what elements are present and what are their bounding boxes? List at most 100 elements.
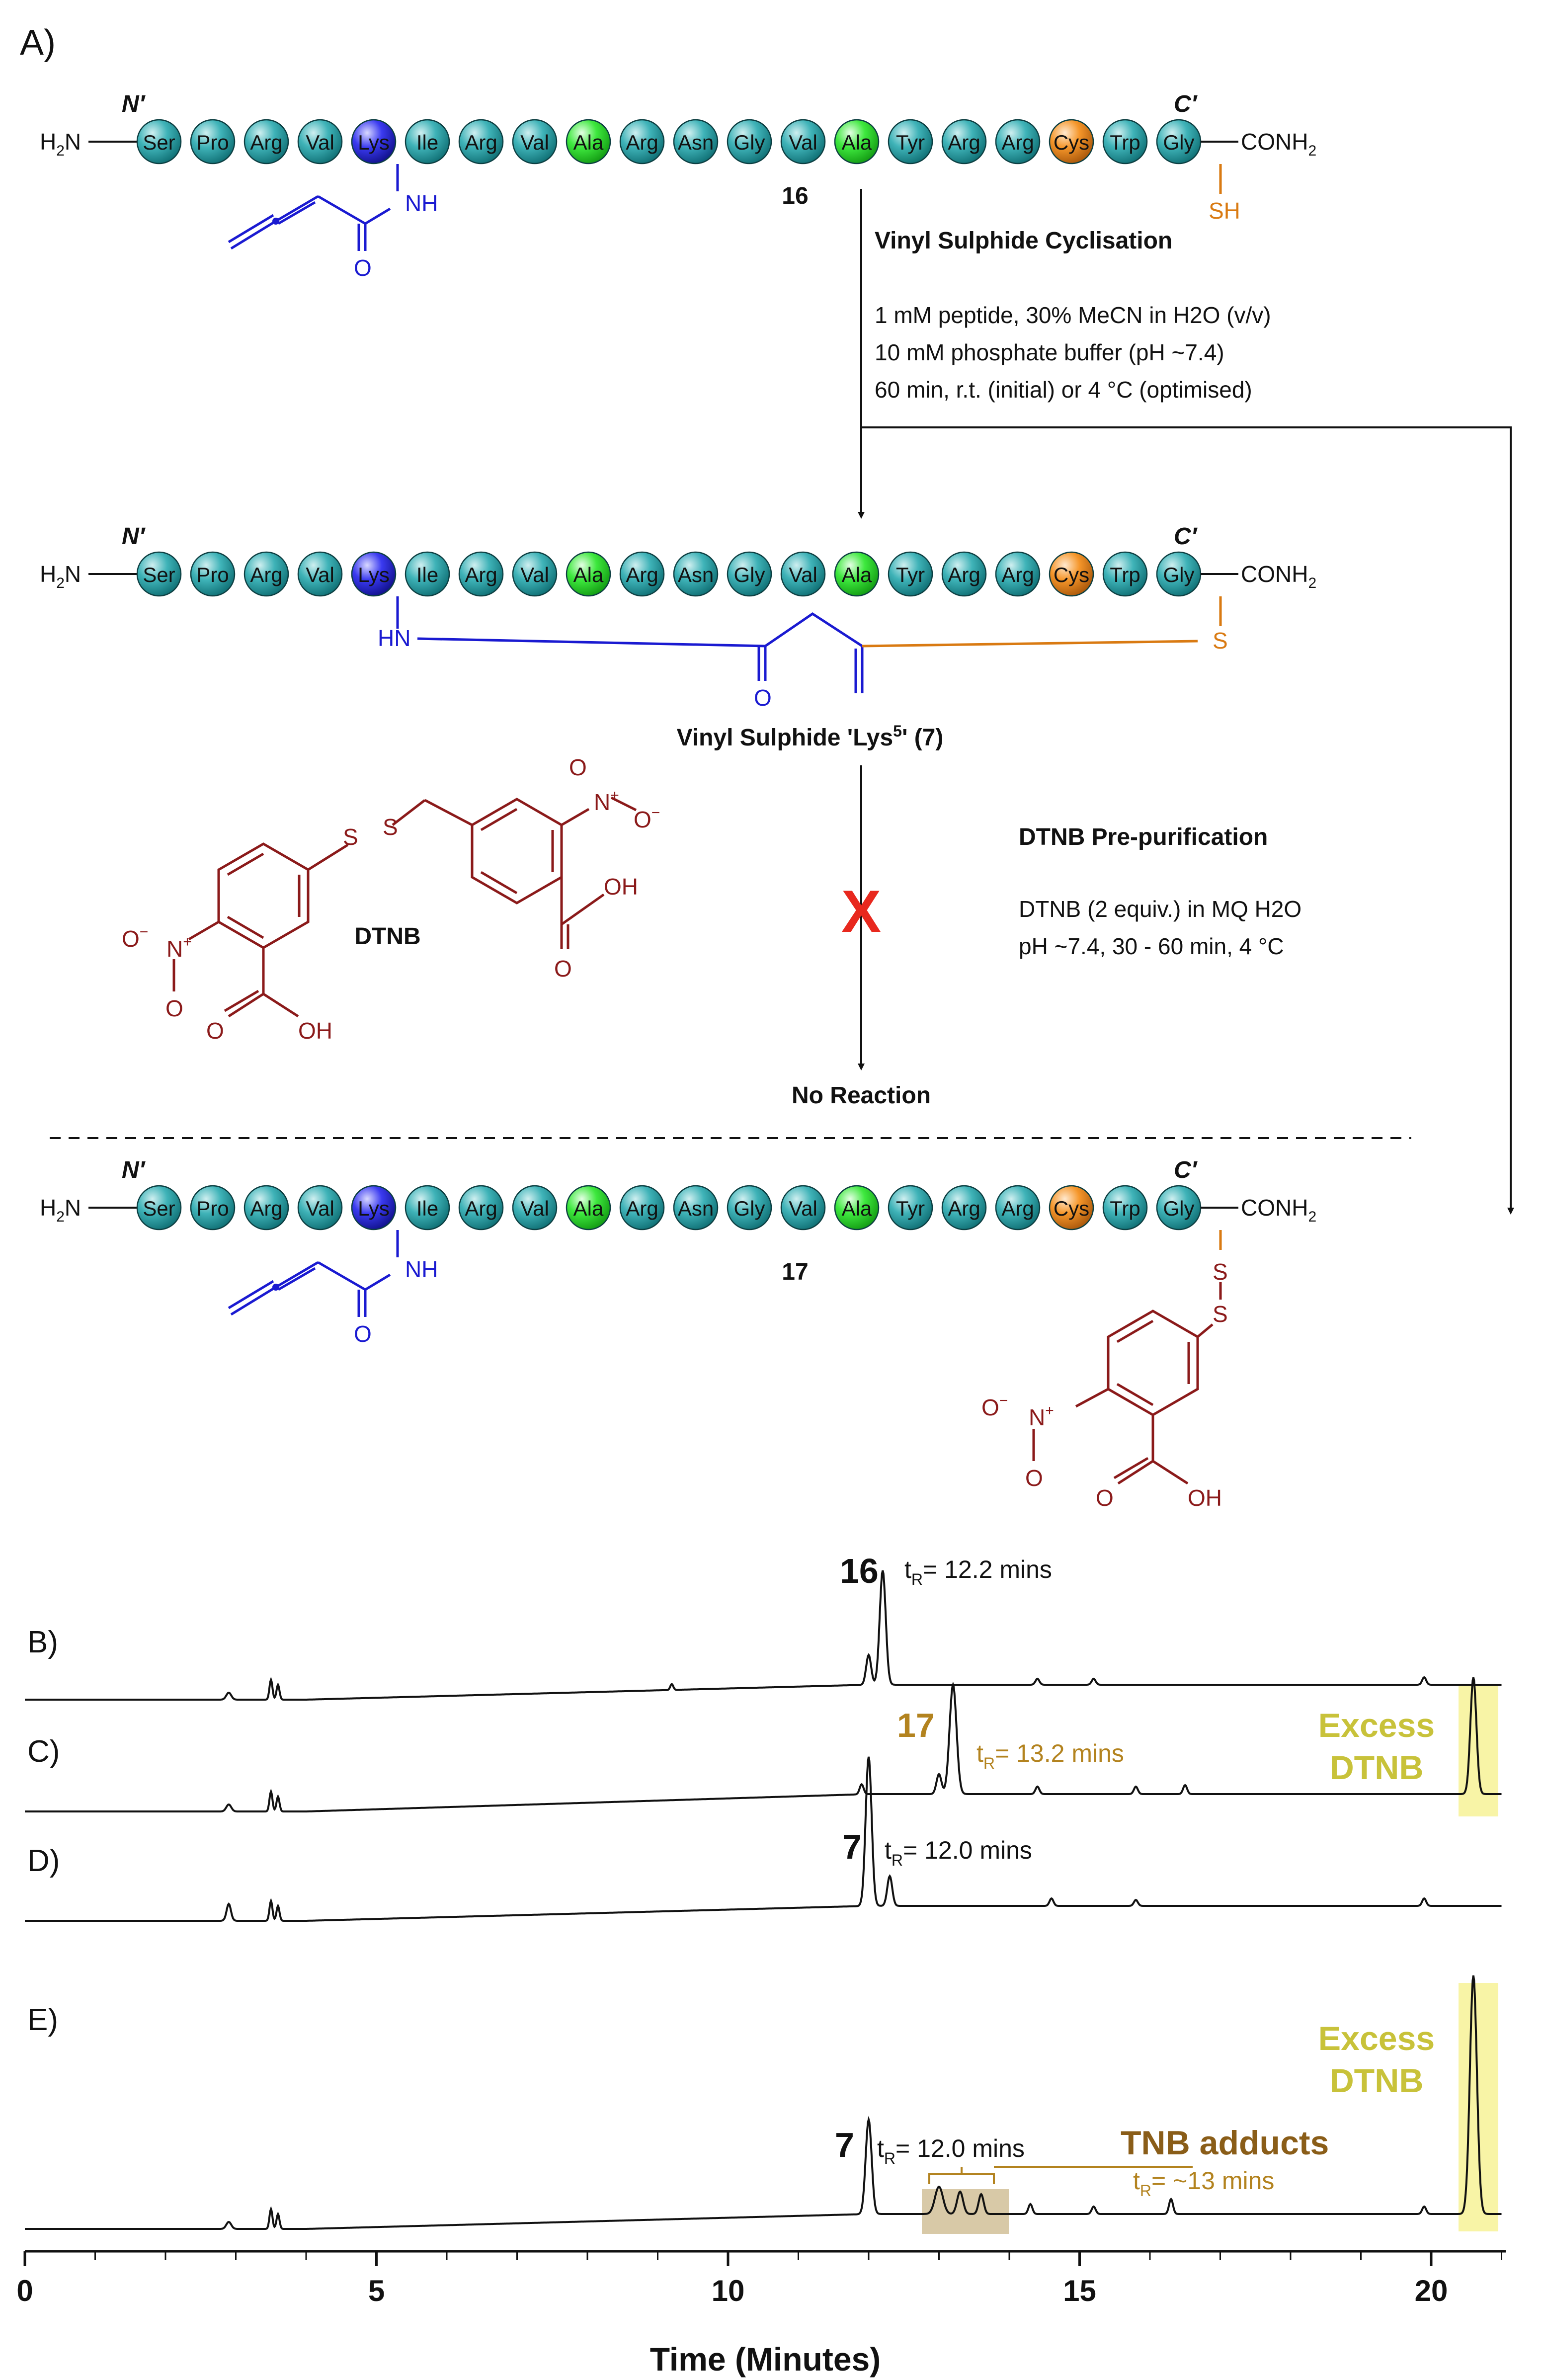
compound-17-label: 17: [782, 1259, 808, 1285]
residue-trp-19: [1102, 119, 1148, 164]
residue-label-15: Tyr: [896, 131, 925, 154]
dtnb-ominus-left: O−: [122, 924, 148, 952]
residue-arg-16: [941, 551, 987, 597]
residue-label-3: Arg: [250, 1197, 282, 1220]
residue-label-6: Ile: [416, 563, 438, 586]
residue-label-19: Trp: [1110, 131, 1140, 154]
c-term-label: C′: [1174, 523, 1198, 550]
x-tick-label-0: 0: [16, 2274, 33, 2307]
residue-arg-3: [244, 1185, 289, 1231]
residue-arg-7: [458, 551, 504, 597]
x-axis-label: Time (Minutes): [650, 2341, 881, 2378]
residue-label-16: Arg: [948, 1197, 980, 1220]
residue-label-20: Gly: [1163, 131, 1195, 154]
tnb-adducts-label: TNB adducts: [1121, 2124, 1329, 2162]
o-label-17: O: [354, 1321, 372, 1347]
n-term-label: N′: [122, 1157, 146, 1183]
residue-label-2: Pro: [196, 131, 229, 154]
chromatogram-traces: [25, 1570, 1502, 2230]
peak-tr-7-e: tR= 12.0 mins: [877, 2134, 1025, 2167]
trace-label-c: C): [27, 1734, 60, 1769]
dtnb-ominus-right: O−: [634, 805, 660, 832]
residue-label-9: Ala: [573, 563, 604, 586]
conh2-label: CONH2: [1241, 561, 1316, 591]
c-term-label: C′: [1174, 1157, 1198, 1183]
residue-gly-12: [727, 1185, 772, 1231]
residue-trp-19: [1102, 551, 1148, 597]
residue-label-5: Lys: [358, 563, 390, 586]
residue-val-4: [297, 551, 343, 597]
residue-arg-3: [244, 551, 289, 597]
cyclisation-title: Vinyl Sulphide Cyclisation: [875, 228, 1172, 254]
residue-arg-10: [619, 1185, 665, 1231]
dtnb-o-right: O: [554, 956, 572, 982]
cyclisation-line-3: 60 min, r.t. (initial) or 4 °C (optimise…: [875, 377, 1252, 403]
residue-label-8: Val: [520, 563, 549, 586]
h2n-label: H2N: [40, 1195, 81, 1225]
residue-label-20: Gly: [1163, 1197, 1195, 1220]
residue-tyr-15: [888, 119, 933, 164]
residue-arg-10: [619, 119, 665, 164]
allene-center-dot-16: [272, 218, 279, 225]
residue-label-1: Ser: [143, 131, 175, 154]
residue-label-2: Pro: [196, 563, 229, 586]
residue-lys-5: [351, 1185, 397, 1231]
residue-ile-6: [405, 551, 450, 597]
residue-label-19: Trp: [1110, 563, 1140, 586]
dtnb-nplus-right: N+: [594, 787, 619, 815]
vinyl-sulphide-linker: [396, 596, 1222, 693]
dtnb-o-left: O: [206, 1018, 224, 1044]
residue-label-12: Gly: [734, 563, 765, 586]
residue-label-9: Ala: [573, 1197, 604, 1220]
residue-gly-12: [727, 119, 772, 164]
dtnb-structure: [172, 796, 637, 1018]
residue-arg-16: [941, 119, 987, 164]
residue-label-1: Ser: [143, 563, 175, 586]
residue-ala-9: [566, 119, 611, 164]
allene-amide-sidechain-17: [228, 1230, 399, 1317]
x-tick-label-10: 10: [712, 2274, 745, 2307]
conh2-label: CONH2: [1241, 1195, 1316, 1225]
residue-ala-9: [566, 1185, 611, 1231]
compound-16-label: 16: [782, 183, 808, 209]
tnb-ominus: O−: [981, 1393, 1008, 1420]
peak-tr-16: tR= 12.2 mins: [904, 1556, 1052, 1588]
residue-val-4: [297, 119, 343, 164]
panel-a-label: A): [20, 23, 56, 63]
residue-asn-11: [673, 1185, 719, 1231]
residue-label-7: Arg: [465, 1197, 497, 1220]
s-label-7: S: [1213, 628, 1228, 654]
n-term-label: N′: [122, 91, 146, 117]
tnb-adducts-bracket: [928, 2166, 1193, 2184]
residue-tyr-15: [888, 1185, 933, 1231]
residue-label-3: Arg: [250, 131, 282, 154]
nh-label-16: NH: [405, 190, 438, 216]
residue-label-15: Tyr: [896, 1197, 925, 1220]
trace-label-d: D): [27, 1844, 60, 1878]
conh2-label: CONH2: [1241, 129, 1316, 159]
cys-thiol-sidechain-16: SH: [1209, 164, 1240, 224]
residue-label-8: Val: [520, 131, 549, 154]
tnb-s2: S: [1213, 1301, 1228, 1327]
residue-label-10: Arg: [626, 1197, 658, 1220]
residue-trp-19: [1102, 1185, 1148, 1231]
h2n-label: H2N: [40, 561, 81, 591]
residue-label-18: Cys: [1054, 131, 1089, 154]
tnb-nplus: N+: [1029, 1402, 1054, 1430]
residue-label-13: Val: [789, 1197, 817, 1220]
residue-label-20: Gly: [1163, 563, 1195, 586]
prepurif-line-2: pH ~7.4, 30 - 60 min, 4 °C: [1019, 933, 1284, 959]
residue-ser-1: [136, 119, 182, 164]
residue-label-8: Val: [520, 1197, 549, 1220]
cyclisation-line-1: 1 mM peptide, 30% MeCN in H2O (v/v): [875, 302, 1271, 328]
peak-tr-17: tR= 13.2 mins: [976, 1739, 1124, 1772]
dtnb-oh-left: OH: [298, 1018, 332, 1044]
residue-arg-7: [458, 119, 504, 164]
residue-label-6: Ile: [416, 1197, 438, 1220]
tnb-oh: OH: [1188, 1485, 1222, 1511]
tnb-adducts-tr: tR= ~13 mins: [1133, 2167, 1274, 2200]
cyclisation-line-2: 10 mM phosphate buffer (pH ~7.4): [875, 339, 1224, 365]
dtnb-nplus-left: N+: [166, 934, 192, 962]
residue-label-1: Ser: [143, 1197, 175, 1220]
